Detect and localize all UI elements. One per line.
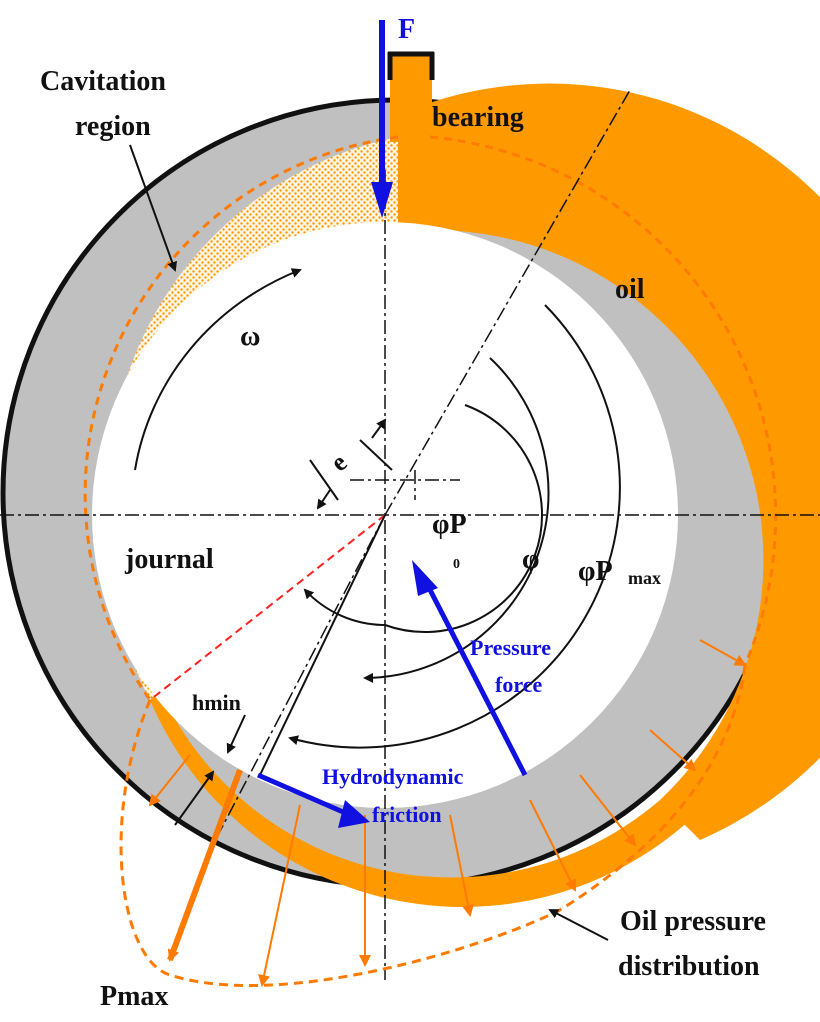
angle-arcs (134, 268, 621, 749)
cavitation-region (108, 137, 398, 700)
pressure-arrows (148, 639, 747, 987)
cavitation-pointer (129, 144, 177, 272)
oil-port-walls (387, 51, 435, 80)
force-arrows (257, 20, 528, 828)
oil-film (398, 83, 820, 840)
cavitation-label-line1: Cavitation (40, 66, 166, 97)
phi-p0-subscript: 0 (453, 557, 460, 572)
phi-label: φ (522, 544, 539, 575)
oil-supply-port (390, 52, 432, 142)
journal-label: journal (124, 544, 214, 575)
pmax-arrow (167, 768, 243, 962)
omega-label: ω (240, 321, 260, 352)
phi-p0-label: φP (432, 509, 467, 540)
bearing-label: bearing (432, 102, 524, 133)
force-label: F (398, 14, 415, 45)
center-lines (0, 89, 820, 980)
pressure-force-label-line2: force (495, 672, 542, 697)
pmax-label: Pmax (100, 981, 168, 1012)
cavitation-label-line2: region (75, 111, 151, 142)
radial-line (259, 514, 386, 776)
oil-pressure-label-line2: distribution (618, 951, 760, 982)
oil-pressure-label-line1: Oil pressure (620, 906, 766, 937)
hmin-marker (174, 714, 246, 826)
oil-label: oil (615, 274, 645, 305)
oil-pressure-envelope (119, 664, 747, 987)
oil-film-bottom (150, 690, 690, 907)
oil-pressure-pointer (548, 909, 609, 941)
phi-pmax-label: φP (578, 556, 613, 587)
hmin-label: hmin (192, 690, 241, 715)
hydrodynamic-label-line1: Hydrodynamic (322, 764, 464, 789)
pressure-force-label-line1: Pressure (470, 635, 551, 660)
red-dashed-line (149, 514, 386, 701)
dashed-oil-boundary (83, 135, 399, 701)
phi-pmax-subscript: max (628, 568, 661, 588)
hydrodynamic-label-line2: friction (372, 802, 442, 827)
dashed-oil-boundary-right (429, 135, 778, 666)
eccentricity-marker (309, 418, 393, 510)
